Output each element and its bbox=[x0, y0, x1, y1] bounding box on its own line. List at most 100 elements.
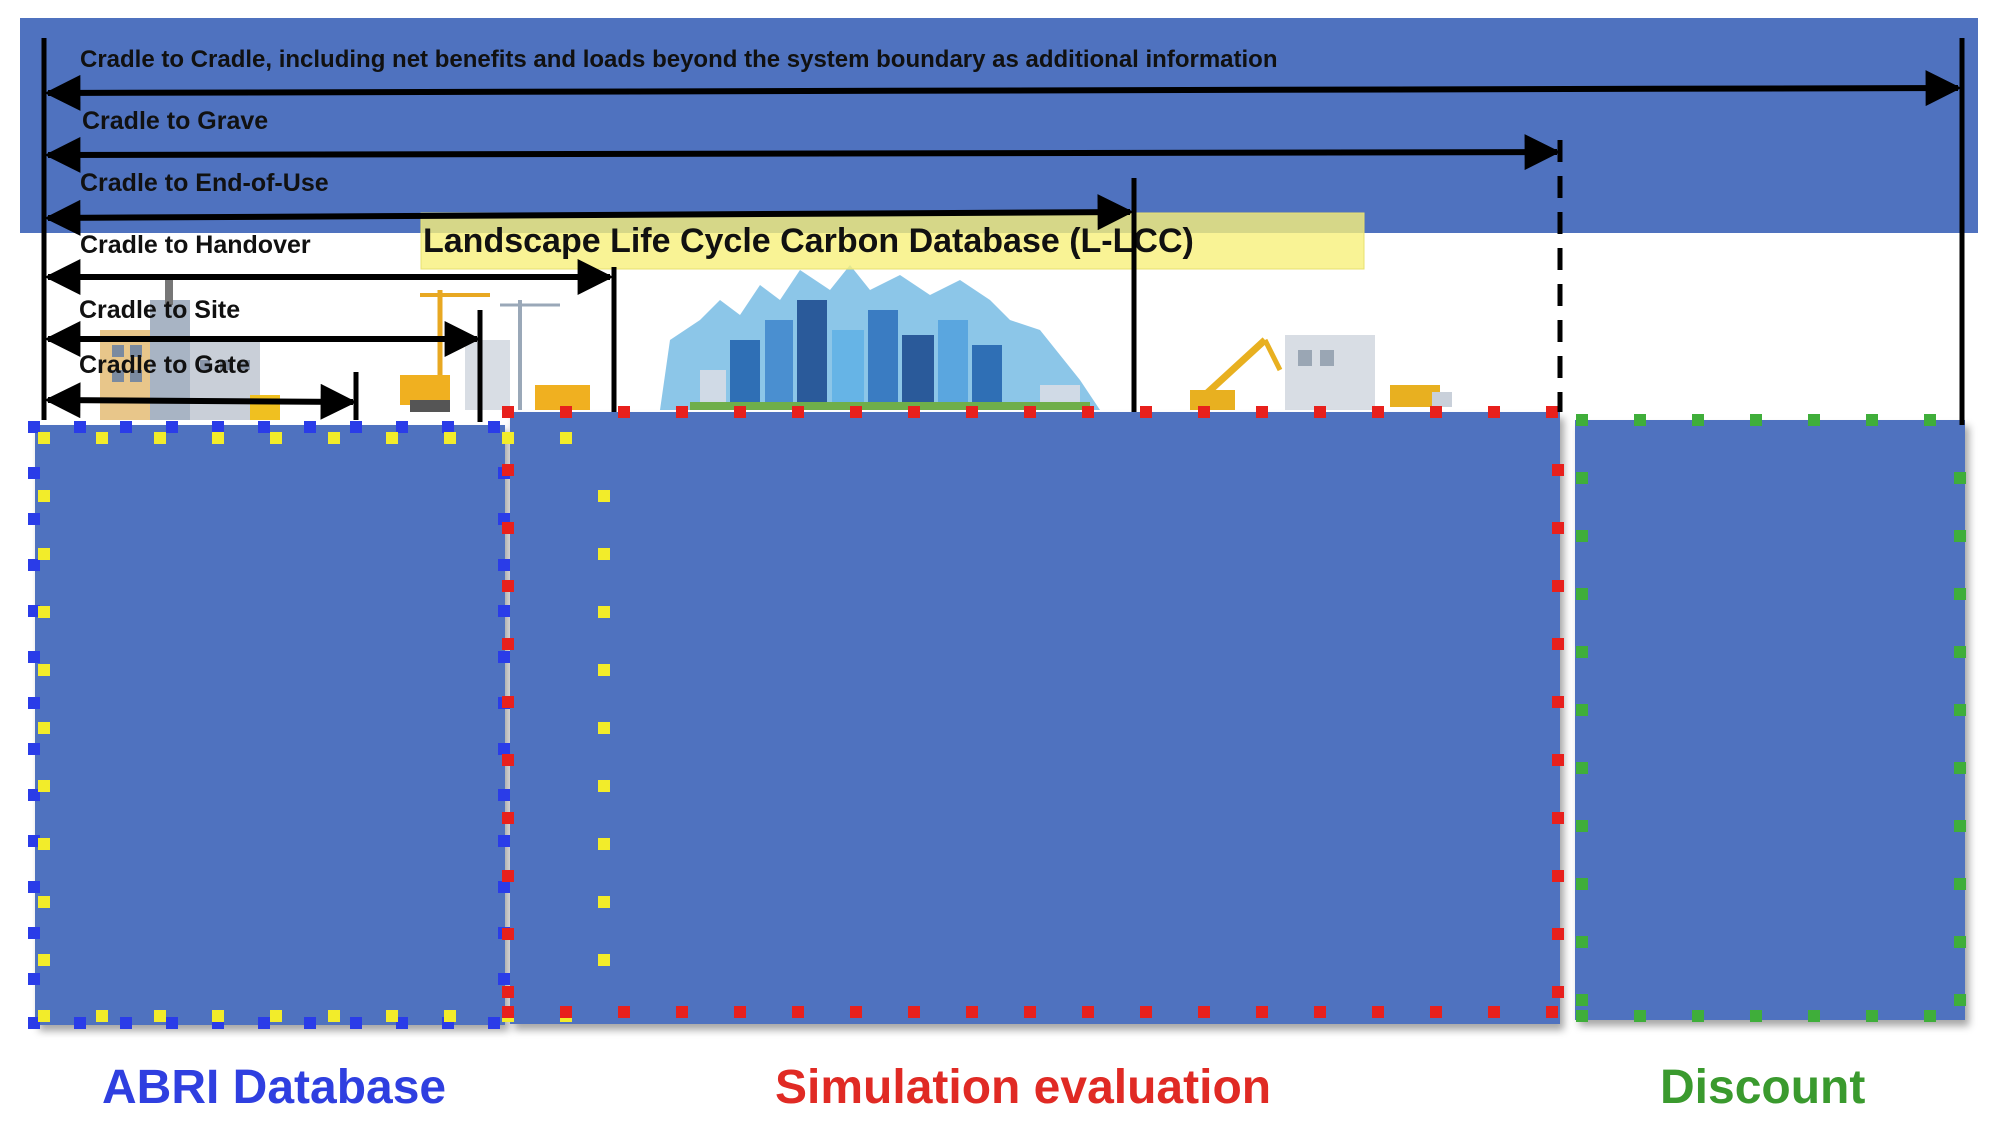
red-dot bbox=[1024, 406, 1036, 418]
blue-dot bbox=[498, 835, 510, 847]
blue-dot bbox=[28, 881, 40, 893]
yellow-dot bbox=[328, 1010, 340, 1022]
yellow-dot bbox=[96, 1010, 108, 1022]
green-dot bbox=[1866, 1010, 1878, 1022]
red-dot bbox=[1314, 406, 1326, 418]
blue-dot bbox=[212, 421, 224, 433]
lcc-title: Landscape Life Cycle Carbon Database (L-… bbox=[423, 222, 1194, 260]
green-dot bbox=[1954, 878, 1966, 890]
red-dot bbox=[1552, 638, 1564, 650]
yellow-dot bbox=[212, 432, 224, 444]
yellow-dot bbox=[38, 780, 50, 792]
yellow-dot bbox=[270, 432, 282, 444]
section-label-simulation-evaluation: Simulation evaluation bbox=[775, 1061, 1271, 1114]
yellow-dot bbox=[386, 432, 398, 444]
red-dot bbox=[1488, 406, 1500, 418]
city-skyline-illustration bbox=[660, 265, 1100, 410]
blue-dot bbox=[498, 651, 510, 663]
section-label-abri-database: ABRI Database bbox=[102, 1061, 446, 1114]
red-dot bbox=[966, 1006, 978, 1018]
scope-label-cradle-to-site: Cradle to Site bbox=[79, 296, 240, 324]
blue-dot bbox=[166, 1017, 178, 1029]
green-dot bbox=[1924, 1010, 1936, 1022]
red-dot bbox=[1372, 1006, 1384, 1018]
green-dot bbox=[1954, 704, 1966, 716]
green-dot bbox=[1750, 1010, 1762, 1022]
red-dot bbox=[1552, 464, 1564, 476]
blue-dot bbox=[258, 421, 270, 433]
red-dot bbox=[966, 406, 978, 418]
red-dot bbox=[1430, 406, 1442, 418]
green-dot bbox=[1954, 646, 1966, 658]
blue-dot bbox=[28, 421, 40, 433]
yellow-dot bbox=[38, 432, 50, 444]
red-dot bbox=[908, 1006, 920, 1018]
red-dot bbox=[502, 870, 514, 882]
scope-label-cradle-to-gate: Cradle to Gate bbox=[79, 351, 250, 379]
red-dot bbox=[792, 1006, 804, 1018]
red-dot bbox=[1552, 928, 1564, 940]
green-dot bbox=[1808, 1010, 1820, 1022]
yellow-dot bbox=[598, 490, 610, 502]
red-dot bbox=[1552, 754, 1564, 766]
scope-label-cradle-to-end-of-use: Cradle to End-of-Use bbox=[80, 169, 329, 197]
section-label-discount: Discount bbox=[1660, 1061, 1865, 1114]
green-dot bbox=[1954, 820, 1966, 832]
green-dot bbox=[1954, 936, 1966, 948]
red-dot bbox=[850, 1006, 862, 1018]
scope-label-cradle-to-handover: Cradle to Handover bbox=[80, 231, 311, 259]
yellow-dot bbox=[598, 838, 610, 850]
red-dot bbox=[734, 406, 746, 418]
yellow-dot bbox=[38, 838, 50, 850]
yellow-dot bbox=[598, 954, 610, 966]
yellow-dot bbox=[328, 432, 340, 444]
abri-panel bbox=[35, 425, 505, 1025]
red-dot bbox=[908, 406, 920, 418]
red-dot bbox=[1198, 1006, 1210, 1018]
blue-dot bbox=[442, 421, 454, 433]
blue-dot bbox=[498, 559, 510, 571]
red-dot bbox=[1552, 522, 1564, 534]
red-dot bbox=[618, 406, 630, 418]
green-dot bbox=[1576, 588, 1588, 600]
blue-dot bbox=[28, 467, 40, 479]
blue-dot bbox=[396, 421, 408, 433]
yellow-dot bbox=[598, 722, 610, 734]
red-dot bbox=[792, 406, 804, 418]
red-dot bbox=[676, 1006, 688, 1018]
red-dot bbox=[502, 812, 514, 824]
yellow-dot bbox=[154, 432, 166, 444]
red-dot bbox=[1256, 406, 1268, 418]
green-dot bbox=[1750, 414, 1762, 426]
red-dot bbox=[1256, 1006, 1268, 1018]
yellow-dot bbox=[598, 780, 610, 792]
green-dot bbox=[1576, 994, 1588, 1006]
red-dot bbox=[502, 464, 514, 476]
red-dot bbox=[502, 638, 514, 650]
green-dot bbox=[1576, 820, 1588, 832]
blue-dot bbox=[166, 421, 178, 433]
blue-dot bbox=[498, 743, 510, 755]
red-dot bbox=[1430, 1006, 1442, 1018]
green-dot bbox=[1634, 414, 1646, 426]
yellow-dot bbox=[38, 896, 50, 908]
red-dot bbox=[1552, 986, 1564, 998]
blue-dot bbox=[28, 513, 40, 525]
blue-dot bbox=[498, 605, 510, 617]
red-dot bbox=[502, 754, 514, 766]
blue-dot bbox=[28, 973, 40, 985]
blue-dot bbox=[258, 1017, 270, 1029]
red-dot bbox=[618, 1006, 630, 1018]
green-dot bbox=[1576, 936, 1588, 948]
blue-dot bbox=[498, 789, 510, 801]
red-dot bbox=[502, 696, 514, 708]
blue-dot bbox=[304, 421, 316, 433]
blue-dot bbox=[396, 1017, 408, 1029]
green-dot bbox=[1576, 472, 1588, 484]
green-dot bbox=[1954, 530, 1966, 542]
scope-label-cradle-to-grave: Cradle to Grave bbox=[82, 107, 268, 135]
yellow-dot bbox=[38, 664, 50, 676]
green-dot bbox=[1692, 414, 1704, 426]
scope-arrows bbox=[44, 70, 1962, 420]
